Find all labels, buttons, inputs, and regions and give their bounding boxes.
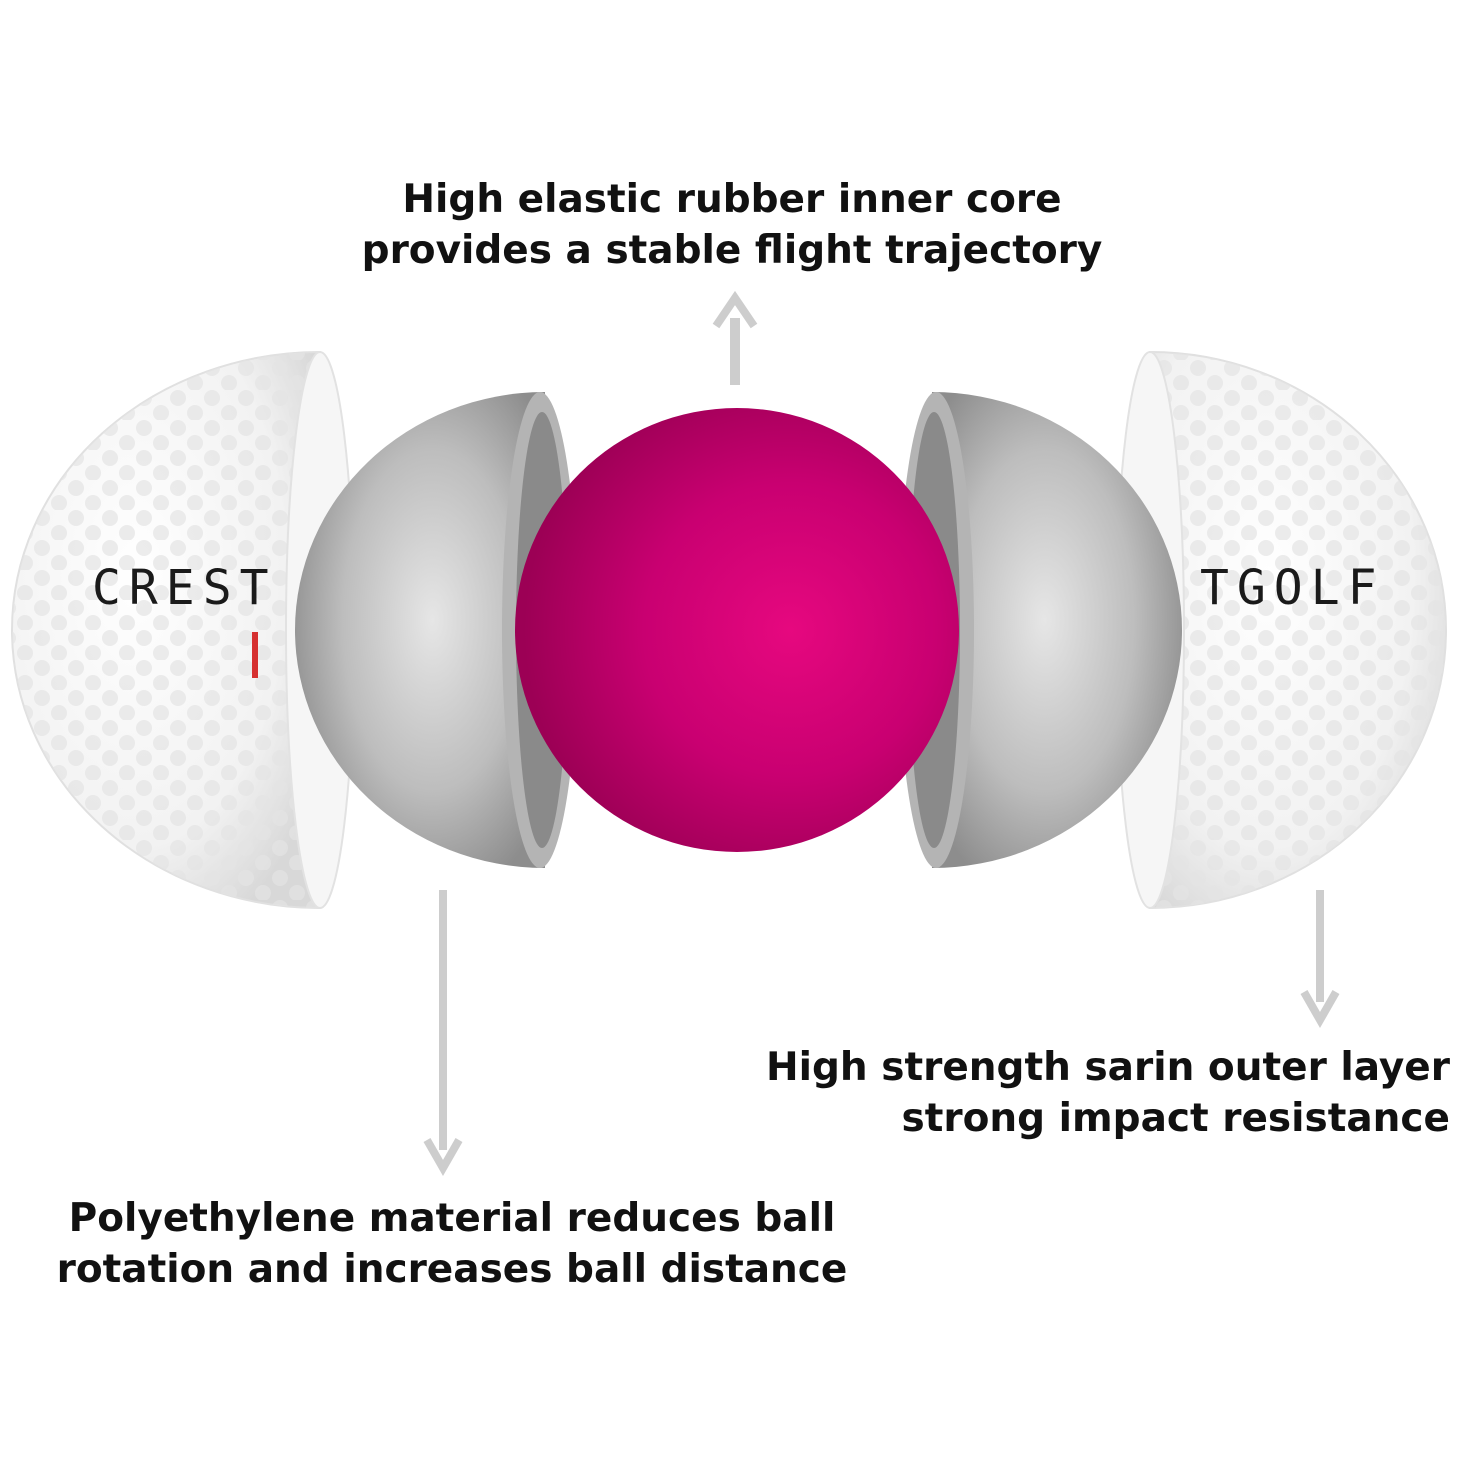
core-label-line2: provides a stable flight trajectory xyxy=(361,228,1103,273)
outer-layer-label: High strength sarin outer layer strong i… xyxy=(760,1042,1450,1144)
arrow-down-icon xyxy=(423,890,463,1177)
arrow-down-icon xyxy=(1300,890,1340,1029)
outer-label-line2: strong impact resistance xyxy=(901,1096,1451,1141)
outer-label-line1: High strength sarin outer layer xyxy=(765,1045,1450,1090)
brand-mark xyxy=(252,632,258,678)
rubber-core xyxy=(515,408,959,852)
core-label: High elastic rubber inner core provides … xyxy=(300,174,1164,276)
mantle-label-line2: rotation and increases ball distance xyxy=(56,1247,848,1292)
brand-text-left: CREST xyxy=(92,560,277,616)
arrow-up-icon xyxy=(712,290,758,385)
brand-text-right: TGOLF xyxy=(1200,560,1385,616)
mantle-label: Polyethylene material reduces ball rotat… xyxy=(20,1193,884,1295)
core-label-line1: High elastic rubber inner core xyxy=(402,177,1062,222)
mantle-label-line1: Polyethylene material reduces ball xyxy=(68,1196,836,1241)
